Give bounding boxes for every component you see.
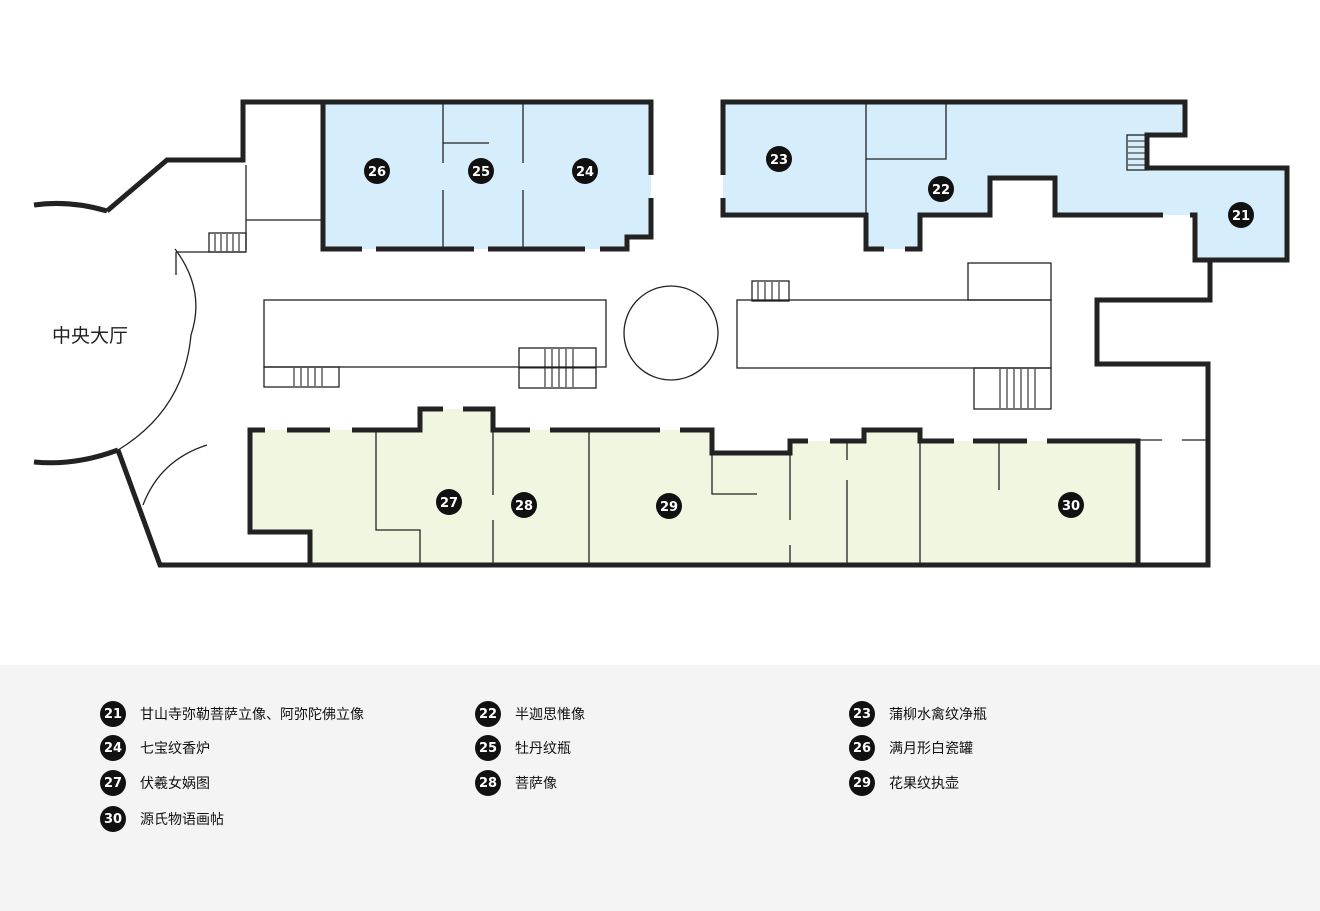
room-number: 22: [932, 183, 950, 198]
room-marker-30[interactable]: 30: [1058, 492, 1084, 518]
legend-item-30[interactable]: 30 源氏物语画帖: [100, 806, 224, 832]
room-marker-22[interactable]: 22: [928, 176, 954, 202]
legend-label: 花果纹执壶: [889, 776, 959, 792]
legend-badge: 27: [100, 770, 126, 796]
legend-item-28[interactable]: 28 菩萨像: [475, 770, 557, 796]
legend-badge: 26: [849, 735, 875, 761]
outer-walls: [33, 99, 1290, 568]
legend-badge: 24: [100, 735, 126, 761]
legend-item-25[interactable]: 25 牡丹纹瓶: [475, 735, 571, 761]
legend-item-27[interactable]: 27 伏羲女娲图: [100, 770, 210, 796]
legend-label: 牡丹纹瓶: [515, 741, 571, 757]
legend-panel: 21 甘山寺弥勒菩萨立像、阿弥陀佛立像 22 半迦思惟像 23 蒲柳水禽纹净瓶 …: [0, 665, 1320, 911]
lower-gallery: [250, 409, 1138, 563]
room-number: 28: [515, 499, 533, 514]
room-number: 27: [440, 496, 458, 511]
room-marker-24[interactable]: 24: [572, 158, 598, 184]
legend-item-23[interactable]: 23 蒲柳水禽纹净瓶: [849, 701, 987, 727]
legend-item-21[interactable]: 21 甘山寺弥勒菩萨立像、阿弥陀佛立像: [100, 701, 364, 727]
interior-walls: [117, 104, 1206, 563]
legend-item-22[interactable]: 22 半迦思惟像: [475, 701, 585, 727]
room-marker-29[interactable]: 29: [656, 493, 682, 519]
room-marker-21[interactable]: 21: [1228, 202, 1254, 228]
legend-badge: 21: [100, 701, 126, 727]
legend-label: 满月形白瓷罐: [889, 741, 973, 757]
room-number: 30: [1062, 499, 1080, 514]
room-marker-26[interactable]: 26: [364, 158, 390, 184]
legend-badge: 23: [849, 701, 875, 727]
room-number: 24: [576, 165, 594, 180]
legend-label: 甘山寺弥勒菩萨立像、阿弥陀佛立像: [140, 707, 364, 723]
room-number: 25: [472, 165, 490, 180]
legend-item-26[interactable]: 26 满月形白瓷罐: [849, 735, 973, 761]
legend-label: 菩萨像: [515, 776, 557, 792]
legend-label: 蒲柳水禽纹净瓶: [889, 707, 987, 723]
legend-badge: 30: [100, 806, 126, 832]
legend-badge: 22: [475, 701, 501, 727]
legend-label: 伏羲女娲图: [140, 776, 210, 792]
legend-label: 七宝纹香炉: [140, 741, 210, 757]
legend-label: 半迦思惟像: [515, 707, 585, 723]
upper-right-gallery: [723, 102, 1287, 260]
room-marker-28[interactable]: 28: [511, 492, 537, 518]
room-number: 29: [660, 500, 678, 515]
legend-item-29[interactable]: 29 花果纹执壶: [849, 770, 959, 796]
legend-label: 源氏物语画帖: [140, 812, 224, 828]
stair-lines: [214, 140, 1146, 408]
legend-badge: 29: [849, 770, 875, 796]
legend-badge: 28: [475, 770, 501, 796]
room-marker-27[interactable]: 27: [436, 489, 462, 515]
room-marker-23[interactable]: 23: [766, 146, 792, 172]
room-number: 21: [1232, 209, 1250, 224]
room-marker-25[interactable]: 25: [468, 158, 494, 184]
room-number: 26: [368, 165, 386, 180]
central-hall-label: 中央大厅: [52, 325, 128, 347]
room-number: 23: [770, 153, 788, 168]
legend-item-24[interactable]: 24 七宝纹香炉: [100, 735, 210, 761]
floor-plan-map: 中央大厅 21 22 23 24 25 26 27 28 29 30: [33, 99, 1290, 568]
legend-badge: 25: [475, 735, 501, 761]
